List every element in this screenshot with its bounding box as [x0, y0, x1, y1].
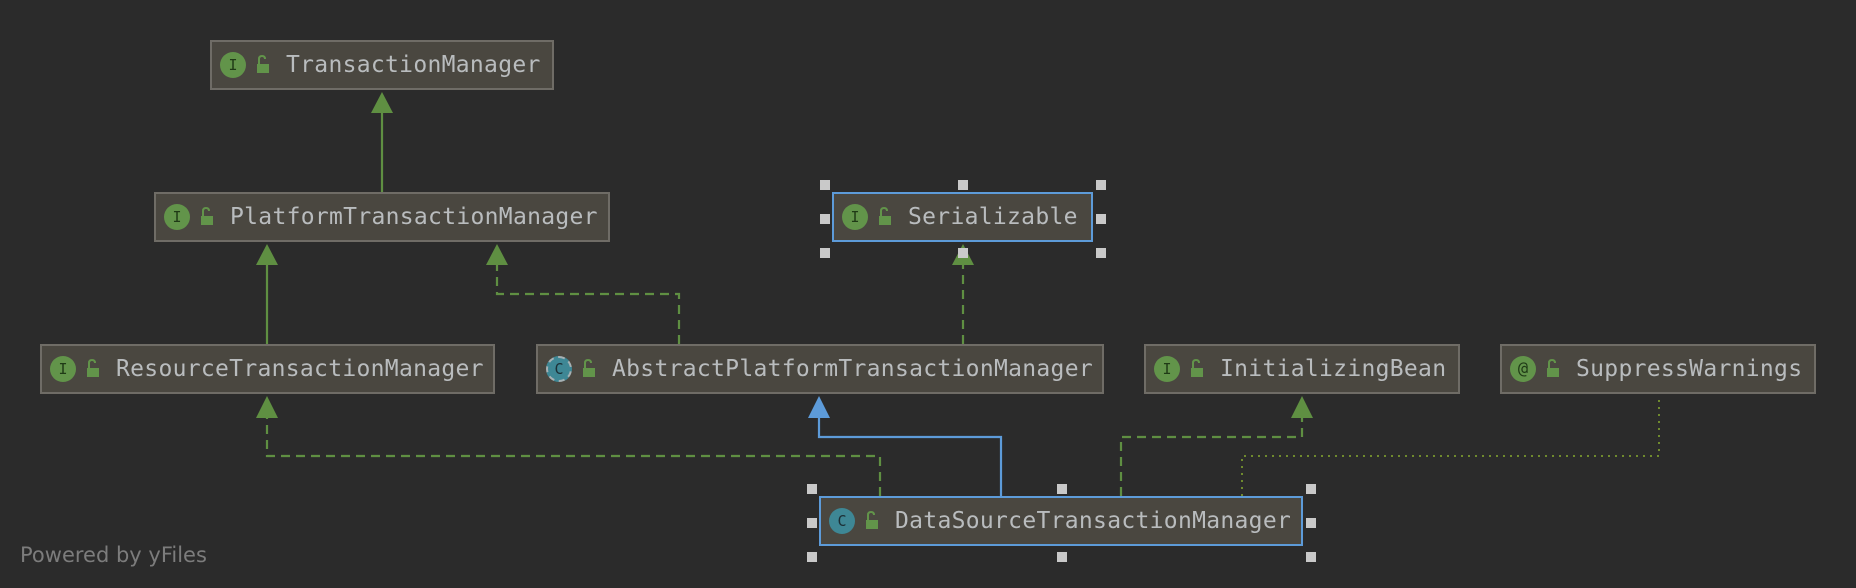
selection-handle[interactable]	[1057, 484, 1067, 494]
node-label: Serializable	[908, 204, 1078, 230]
selection-handle[interactable]	[1057, 552, 1067, 562]
selection-handle[interactable]	[820, 180, 830, 190]
powered-by-watermark: Powered by yFiles	[20, 543, 207, 567]
node-resource-transaction-manager[interactable]: I ResourceTransactionManager	[40, 344, 495, 394]
unlocked-padlock-icon	[257, 54, 269, 73]
unlocked-padlock-icon	[1191, 358, 1203, 377]
node-platform-transaction-manager[interactable]: I PlatformTransactionManager	[154, 192, 610, 242]
edge-datasource-implements-resource	[256, 396, 882, 496]
node-serializable[interactable]: I Serializable	[832, 192, 1093, 242]
selection-handle[interactable]	[1306, 552, 1316, 562]
edge-datasource-extends-abstract	[808, 396, 1003, 496]
selection-handle[interactable]	[1096, 248, 1106, 258]
node-initializing-bean[interactable]: I InitializingBean	[1144, 344, 1460, 394]
selection-handle[interactable]	[1096, 180, 1106, 190]
selection-handle[interactable]	[1096, 214, 1106, 224]
selection-handle[interactable]	[1306, 518, 1316, 528]
node-transaction-manager[interactable]: I TransactionManager	[210, 40, 554, 90]
node-label: TransactionManager	[286, 52, 541, 78]
abstract-class-badge-icon: C	[546, 356, 572, 382]
selection-handle[interactable]	[807, 552, 817, 562]
edge-abstract-implements-platform	[486, 244, 681, 344]
selection-handle[interactable]	[807, 518, 817, 528]
node-label: AbstractPlatformTransactionManager	[612, 356, 1094, 382]
node-suppress-warnings[interactable]: @ SuppressWarnings	[1500, 344, 1816, 394]
unlocked-padlock-icon	[879, 206, 891, 225]
interface-badge-icon: I	[842, 204, 868, 230]
class-badge-icon: C	[829, 508, 855, 534]
edge-resource-extends-platform	[256, 244, 278, 344]
node-label: InitializingBean	[1220, 356, 1447, 382]
selection-handle[interactable]	[807, 484, 817, 494]
unlocked-padlock-icon	[583, 358, 595, 377]
node-data-source-transaction-manager[interactable]: C DataSourceTransactionManager	[819, 496, 1303, 546]
unlocked-padlock-icon	[866, 510, 878, 529]
selection-handle[interactable]	[820, 214, 830, 224]
node-abstract-platform-transaction-manager[interactable]: C AbstractPlatformTransactionManager	[536, 344, 1104, 394]
node-label: DataSourceTransactionManager	[895, 508, 1292, 534]
node-label: ResourceTransactionManager	[116, 356, 484, 382]
interface-badge-icon: I	[1154, 356, 1180, 382]
edge-platform-extends-transaction	[371, 92, 393, 192]
node-label: SuppressWarnings	[1576, 356, 1803, 382]
selection-handle[interactable]	[1306, 484, 1316, 494]
edge-datasource-implements-initializing	[1119, 396, 1313, 496]
node-label: PlatformTransactionManager	[230, 204, 598, 230]
selection-handle[interactable]	[958, 180, 968, 190]
interface-badge-icon: I	[164, 204, 190, 230]
unlocked-padlock-icon	[201, 206, 213, 225]
annotation-badge-icon: @	[1510, 356, 1536, 382]
selection-handle[interactable]	[820, 248, 830, 258]
selection-handle[interactable]	[958, 248, 968, 258]
unlocked-padlock-icon	[1547, 358, 1559, 377]
interface-badge-icon: I	[50, 356, 76, 382]
edge-abstract-implements-serializable	[952, 244, 974, 344]
interface-badge-icon: I	[220, 52, 246, 78]
unlocked-padlock-icon	[87, 358, 99, 377]
